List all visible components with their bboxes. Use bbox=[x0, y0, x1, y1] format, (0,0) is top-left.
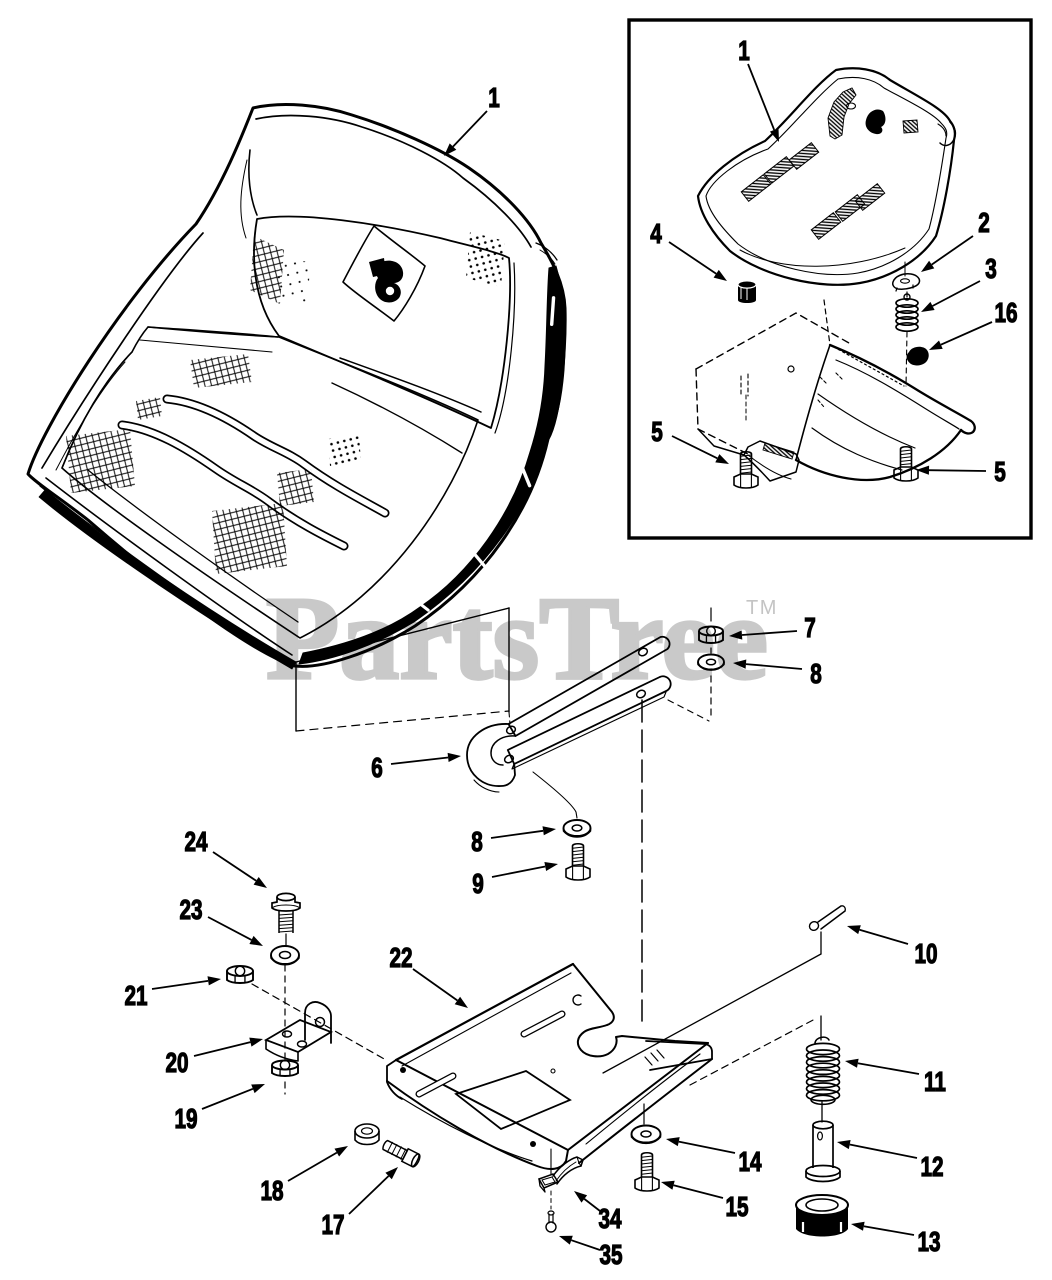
svg-text:8: 8 bbox=[471, 827, 483, 858]
svg-text:12: 12 bbox=[920, 1152, 943, 1183]
svg-text:13: 13 bbox=[917, 1227, 940, 1258]
svg-text:23: 23 bbox=[179, 895, 202, 926]
svg-text:6: 6 bbox=[371, 753, 383, 784]
svg-text:16: 16 bbox=[994, 298, 1017, 329]
svg-text:21: 21 bbox=[124, 981, 147, 1012]
svg-text:4: 4 bbox=[650, 219, 662, 250]
svg-text:20: 20 bbox=[165, 1048, 188, 1079]
svg-text:3: 3 bbox=[985, 254, 997, 285]
svg-text:TM: TM bbox=[746, 597, 778, 619]
svg-text:PartsTree: PartsTree bbox=[266, 572, 768, 704]
svg-text:22: 22 bbox=[389, 943, 412, 974]
svg-text:15: 15 bbox=[725, 1192, 748, 1223]
svg-text:8: 8 bbox=[810, 659, 822, 690]
svg-text:2: 2 bbox=[978, 208, 990, 239]
svg-text:5: 5 bbox=[994, 457, 1006, 488]
svg-text:9: 9 bbox=[472, 869, 484, 900]
svg-text:11: 11 bbox=[924, 1067, 946, 1098]
svg-text:10: 10 bbox=[914, 939, 937, 970]
svg-text:1: 1 bbox=[488, 83, 500, 114]
svg-text:24: 24 bbox=[184, 827, 207, 858]
svg-text:14: 14 bbox=[738, 1147, 761, 1178]
svg-text:1: 1 bbox=[738, 36, 750, 67]
svg-text:35: 35 bbox=[599, 1240, 622, 1271]
svg-text:17: 17 bbox=[321, 1210, 344, 1241]
svg-text:34: 34 bbox=[598, 1204, 621, 1235]
svg-text:7: 7 bbox=[804, 613, 816, 644]
svg-text:19: 19 bbox=[174, 1104, 197, 1135]
svg-text:18: 18 bbox=[260, 1176, 283, 1207]
svg-text:5: 5 bbox=[651, 417, 663, 448]
